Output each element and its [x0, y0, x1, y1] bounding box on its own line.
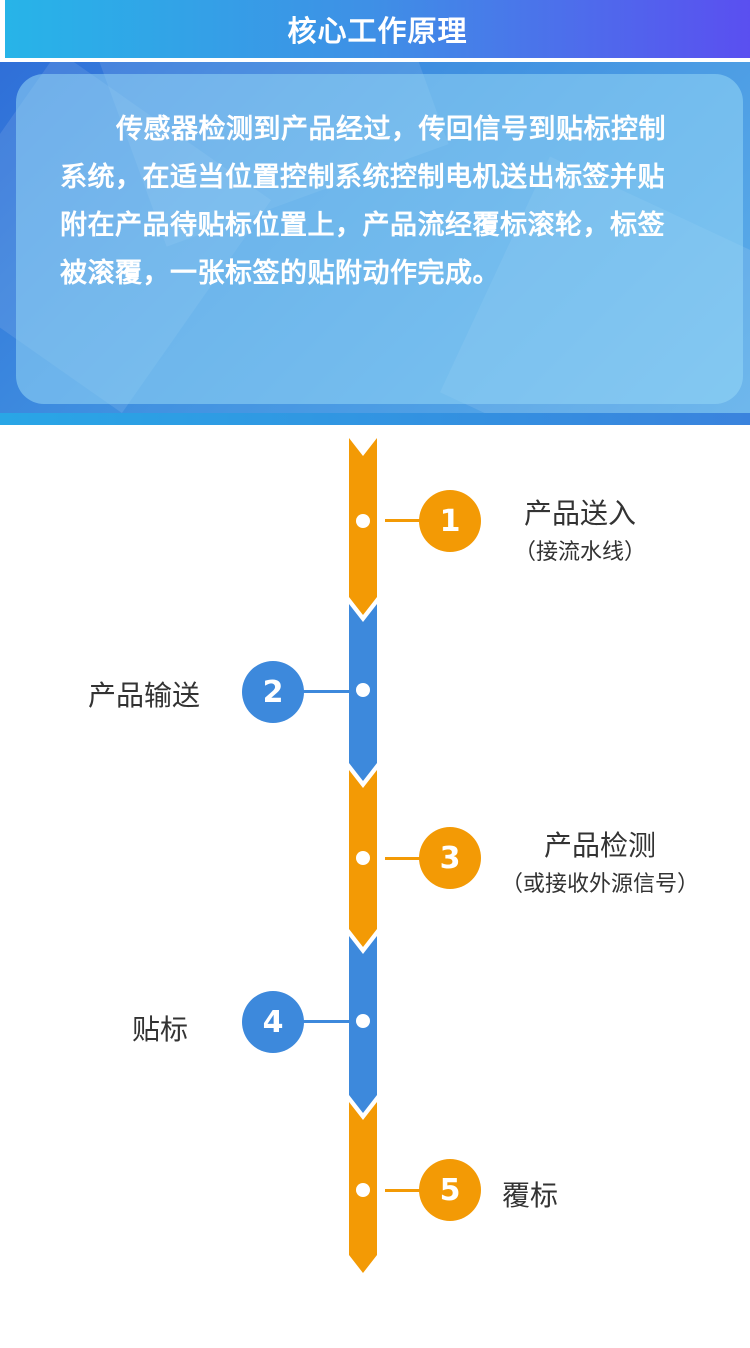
connector-line — [300, 690, 352, 693]
section-title: 核心工作原理 — [287, 14, 468, 48]
step-label: 产品输送 — [74, 674, 214, 714]
step-number-badge: 1 — [419, 490, 481, 552]
connector-line — [385, 1189, 425, 1192]
timeline-dot — [356, 514, 370, 528]
step-title: 产品检测 — [543, 829, 656, 862]
connector-line — [300, 1020, 352, 1023]
step-number: 5 — [439, 1172, 461, 1208]
banner-bottom-strip — [0, 413, 750, 425]
step-number: 4 — [262, 1004, 284, 1040]
step-number: 1 — [439, 503, 461, 539]
step-number-badge: 2 — [242, 661, 304, 723]
timeline-dot — [356, 1014, 370, 1028]
intro-card — [16, 74, 743, 404]
timeline-dot — [356, 683, 370, 697]
step-subtitle: （或接收外源信号） — [500, 872, 699, 897]
connector-line — [385, 519, 425, 522]
step-number: 2 — [262, 674, 284, 710]
step-title: 产品送入 — [523, 497, 636, 530]
intro-banner: 传感器检测到产品经过，传回信号到贴标控制系统，在适当位置控制系统控制电机送出标签… — [0, 62, 750, 425]
section-title-bar: 核心工作原理 — [5, 0, 750, 58]
intro-text: 传感器检测到产品经过，传回信号到贴标控制系统，在适当位置控制系统控制电机送出标签… — [60, 114, 666, 289]
step-number-badge: 3 — [419, 827, 481, 889]
step-number-badge: 5 — [419, 1159, 481, 1221]
step-title: 贴标 — [131, 1013, 188, 1046]
step-label: 产品检测 （或接收外源信号） — [490, 824, 710, 898]
step-label: 产品送入 （接流水线） — [500, 492, 660, 566]
step-subtitle: （接流水线） — [513, 540, 646, 565]
timeline-dot — [356, 851, 370, 865]
step-number-badge: 4 — [242, 991, 304, 1053]
connector-line — [385, 857, 425, 860]
timeline-dot — [356, 1183, 370, 1197]
step-number: 3 — [439, 840, 461, 876]
step-label: 贴标 — [110, 1008, 210, 1048]
step-label: 覆标 — [490, 1174, 570, 1214]
step-title: 产品输送 — [87, 679, 200, 712]
step-title: 覆标 — [501, 1179, 558, 1212]
